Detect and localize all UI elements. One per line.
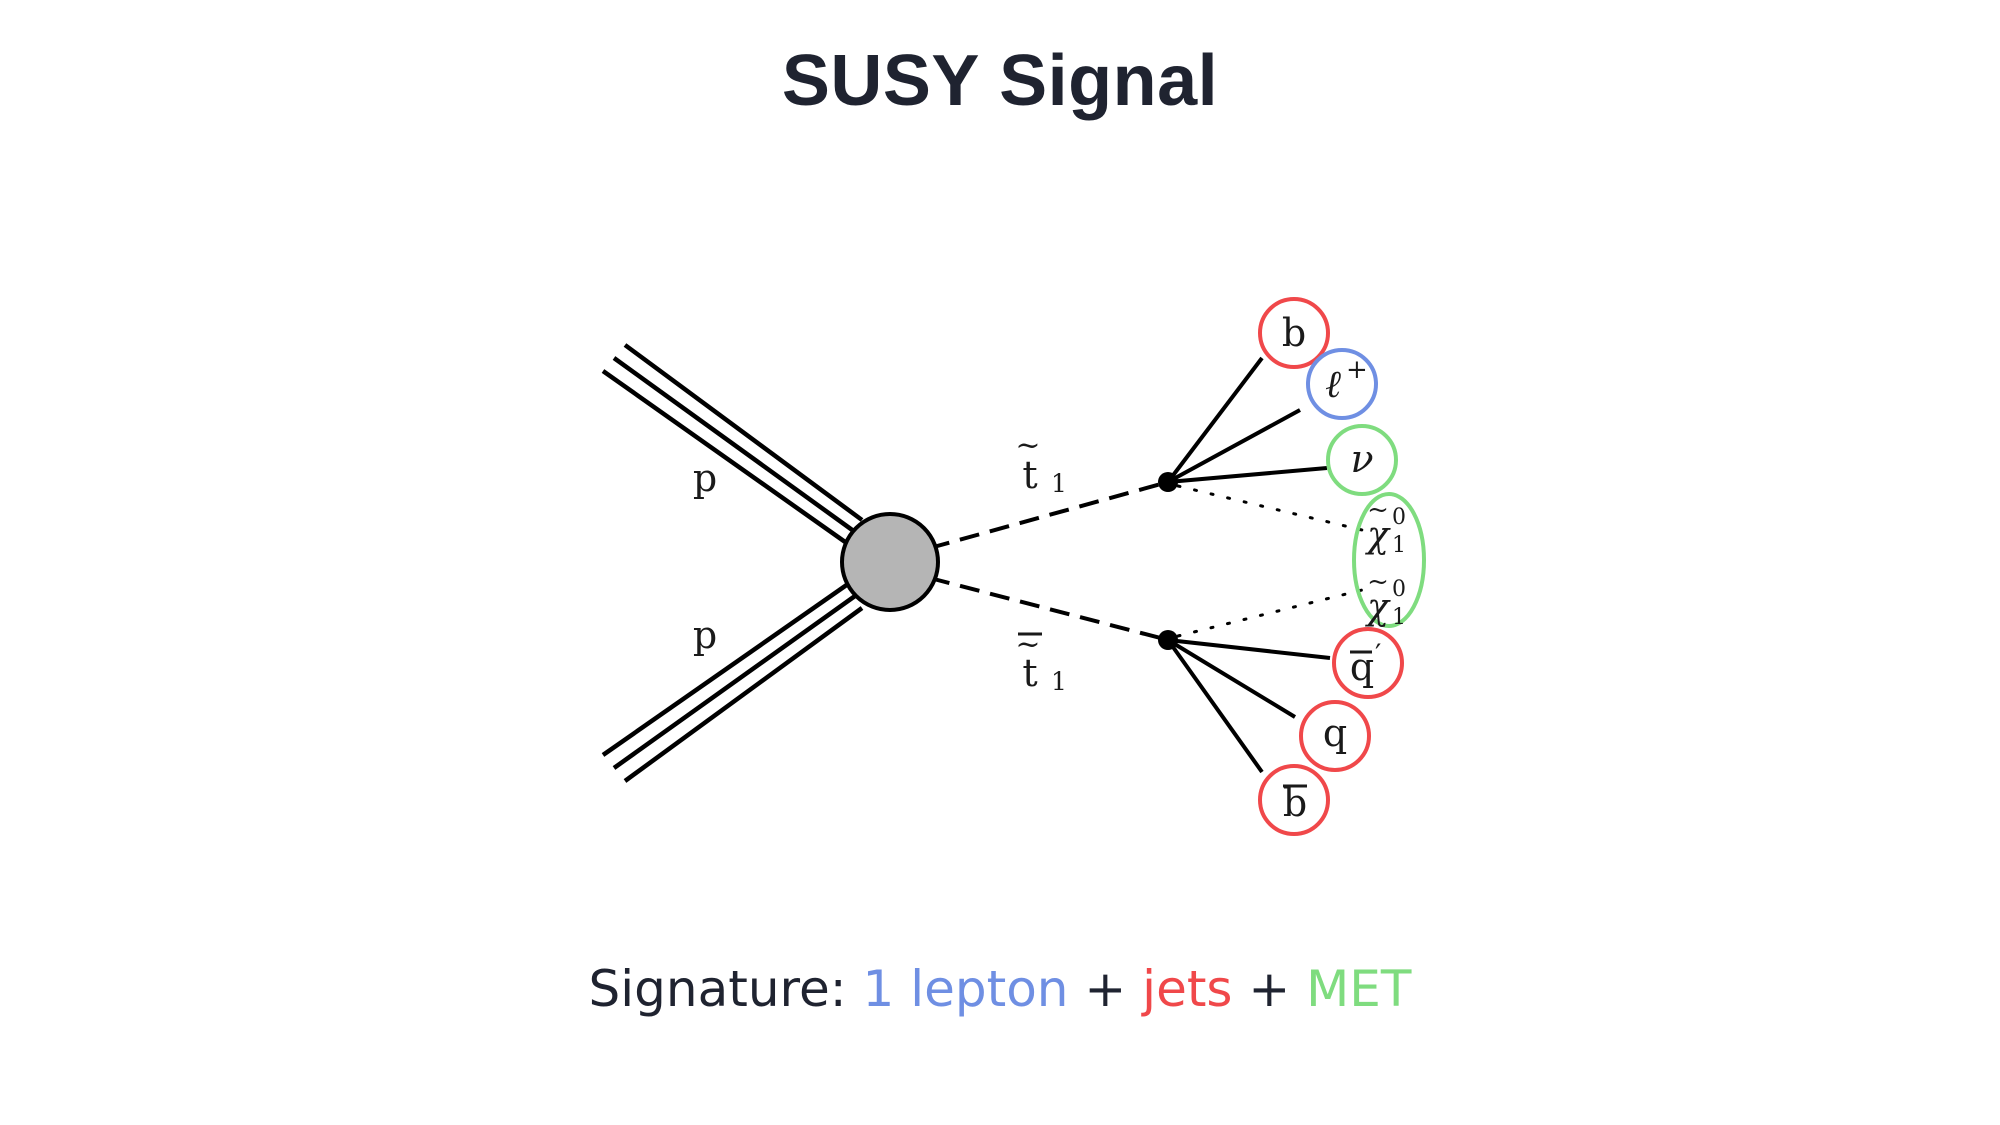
neutralino-line-top: [1176, 484, 1364, 532]
particle-q: q: [1299, 700, 1371, 772]
svg-text:χ: χ: [1364, 587, 1391, 628]
bottom-decay-lines: [1166, 638, 1331, 774]
incoming-proton-upper: [601, 343, 864, 546]
antistop-propagator: [929, 576, 1169, 642]
svg-text:χ: χ: [1364, 515, 1391, 556]
incoming-proton-lower: [601, 582, 864, 783]
svg-text:0: 0: [1392, 577, 1406, 602]
particle-lepton: ℓ +: [1306, 348, 1378, 420]
antistop-label: ~ t 1: [1015, 627, 1066, 696]
tilde-mark: ~: [1367, 567, 1389, 597]
particle-neutrino: ν: [1326, 424, 1398, 496]
signature-plus: +: [1068, 960, 1143, 1018]
tilde-mark: ~: [1015, 627, 1040, 662]
antistop-decay-vertex: [1158, 630, 1178, 650]
signature-jets: jets: [1142, 960, 1233, 1018]
particle-b: b: [1258, 297, 1330, 369]
signature-met: MET: [1306, 960, 1412, 1018]
jet-marker-circle: [1332, 627, 1404, 699]
svg-text:1: 1: [1392, 533, 1406, 558]
particle-neutralino-lower: ~ χ 0 1: [1364, 567, 1406, 630]
jet-marker-circle: [1299, 700, 1371, 772]
proton-label-lower: p: [693, 613, 717, 657]
particle-bbar: b: [1258, 764, 1330, 836]
particle-qbar-prime: q ′: [1332, 627, 1404, 699]
tilde-mark: ~: [1015, 428, 1040, 463]
svg-text:0: 0: [1392, 505, 1406, 530]
svg-text:1: 1: [1051, 469, 1067, 498]
proton-label-upper: p: [693, 456, 717, 500]
lepton-marker-circle: [1306, 348, 1378, 420]
signature-lepton: 1 lepton: [862, 960, 1069, 1018]
signature-line: Signature: 1 lepton + jets + MET: [0, 960, 2000, 1018]
stop-label: ~ t 1: [1015, 428, 1066, 498]
svg-text:t: t: [1022, 651, 1037, 695]
svg-text:ν: ν: [1350, 437, 1373, 481]
signature-prefix: Signature:: [588, 960, 863, 1018]
svg-text:b: b: [1283, 781, 1307, 825]
particle-neutralino-upper: ~ χ 0 1: [1364, 495, 1406, 558]
met-marker-circle: [1326, 424, 1398, 496]
svg-text:1: 1: [1392, 605, 1406, 630]
jet-marker-circle: [1258, 764, 1330, 836]
signature-plus: +: [1232, 960, 1307, 1018]
svg-text:1: 1: [1051, 667, 1067, 696]
svg-text:t: t: [1022, 453, 1037, 497]
svg-text:ℓ: ℓ: [1325, 362, 1341, 406]
top-decay-lines: [1166, 356, 1328, 484]
tilde-mark: ~: [1367, 495, 1389, 525]
svg-text:b: b: [1282, 311, 1306, 355]
svg-text:q: q: [1323, 711, 1347, 755]
page-title: SUSY Signal: [781, 41, 1219, 121]
interaction-blob: [840, 512, 940, 612]
svg-text:+: +: [1346, 355, 1368, 385]
svg-text:′: ′: [1375, 638, 1381, 671]
stop-decay-vertex: [1158, 472, 1178, 492]
svg-text:q: q: [1350, 645, 1374, 689]
stop-propagator: [929, 480, 1169, 550]
neutralino-line-bottom: [1176, 588, 1364, 638]
met-marker-ellipse: [1352, 492, 1426, 628]
jet-marker-circle: [1258, 297, 1330, 369]
